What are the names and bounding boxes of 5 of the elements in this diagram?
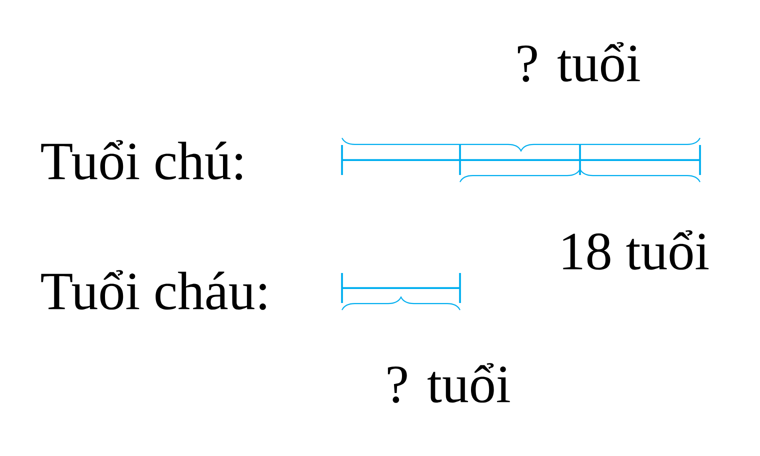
brace-label: ? tuổi (518, 42, 640, 82)
brace-label: 18 tuổi (563, 230, 709, 270)
row-label: Tuổi chú: (41, 140, 242, 180)
row-label: Tuổi cháu: (41, 270, 266, 310)
brace-label: ? tuổi (388, 363, 510, 403)
